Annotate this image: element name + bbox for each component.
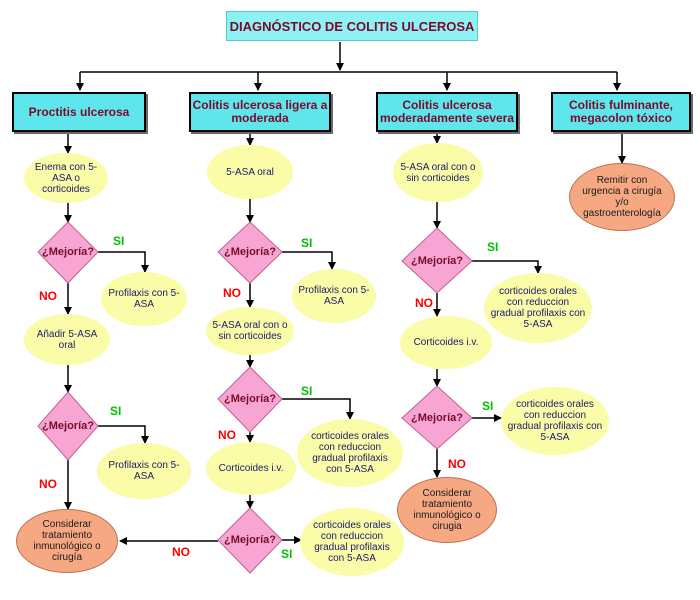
c3-corticoides-iv-node: Corticoides i.v. (400, 316, 492, 369)
c1-considerar-node: Considerar tratamiento inmunológico o ci… (16, 509, 118, 573)
c3-5asa-corticoides-node: 5-ASA oral con o sin corticoides (393, 143, 483, 202)
category-leve-moderada: Colitis ulcerosa ligera a moderada (189, 92, 331, 132)
decision-diamond-c1-2 (37, 391, 99, 461)
decision-diamond-c2-2 (217, 366, 283, 433)
c2-decision-1-label: ¿Mejoría? (224, 246, 276, 258)
category-moderadamente-severa: Colitis ulcerosa moderadamente severa (376, 92, 518, 132)
c2-profilaxis-node: Profilaxis con 5-ASA (292, 269, 376, 323)
c3-no-2: NO (448, 457, 466, 471)
c1-profilaxis-1-node: Profilaxis con 5-ASA (101, 272, 187, 326)
c2-decision-2-label: ¿Mejoría? (224, 393, 276, 405)
c1-anadir-5asa-node: Añadir 5-ASA oral (24, 314, 110, 365)
c2-5asa-oral-node: 5-ASA oral (207, 145, 293, 199)
decision-diamond-c2-3 (217, 507, 283, 574)
decision-diamond-c3-1 (401, 227, 473, 294)
c1-no-2: NO (39, 477, 57, 491)
c3-no-1: NO (415, 296, 433, 310)
category-fulminante: Colitis fulminante, megacolon tóxico (551, 92, 691, 132)
diagram-title: DIAGNÓSTICO DE COLITIS ULCEROSA (226, 11, 478, 41)
c1-yes-1: SI (113, 234, 125, 248)
c1-profilaxis-2-node: Profilaxis con 5-ASA (97, 443, 191, 499)
c2-5asa-corticoides-node: 5-ASA oral con o sin corticoides (206, 307, 294, 355)
c3-yes-1: SI (487, 240, 499, 254)
c4-remitir-node: Remitir con urgencia a cirugía y/o gastr… (569, 163, 675, 231)
decision-diamond-c1-1 (37, 221, 99, 284)
c2-corticoides-iv-node: Corticoides i.v. (206, 442, 296, 495)
decision-diamond-c2-1 (217, 221, 283, 284)
c3-corticoides-orales-node: corticoides orales con reduccion gradual… (484, 273, 592, 343)
c1-yes-2: SI (110, 404, 122, 418)
c2-corticoides-orales-node: corticoides orales con reduccion gradual… (297, 419, 403, 487)
c2-no-2: NO (218, 428, 236, 442)
c1-no-1: NO (39, 289, 57, 303)
c2-decision-3-label: ¿Mejoría? (224, 534, 276, 546)
c2-yes-1: SI (301, 236, 313, 250)
decision-diamond-c3-2 (401, 385, 473, 450)
category-proctitis: Proctitis ulcerosa (12, 92, 146, 132)
c1-enema-node: Enema con 5-ASA o corticoides (24, 153, 108, 203)
c2-yes-3: SI (281, 547, 293, 561)
c2-corticoides-orales-2-node: corticoides orales con reduccion gradual… (300, 508, 404, 576)
c2-no-3: NO (172, 545, 190, 559)
c3-yes-2: SI (482, 399, 494, 413)
c3-decision-1-label: ¿Mejoría? (411, 255, 463, 267)
c3-decision-2-label: ¿Mejoría? (411, 412, 463, 424)
c2-yes-2: SI (301, 384, 313, 398)
c2-no-1: NO (223, 286, 241, 300)
c1-decision-1-label: ¿Mejoría? (42, 246, 94, 258)
c3-considerar-node: Considerar tratamiento inmunológico o ci… (397, 477, 497, 543)
c1-decision-2-label: ¿Mejoría? (42, 420, 94, 432)
c3-corticoides-orales-2-node: corticoides orales con reduccion gradual… (501, 387, 609, 455)
